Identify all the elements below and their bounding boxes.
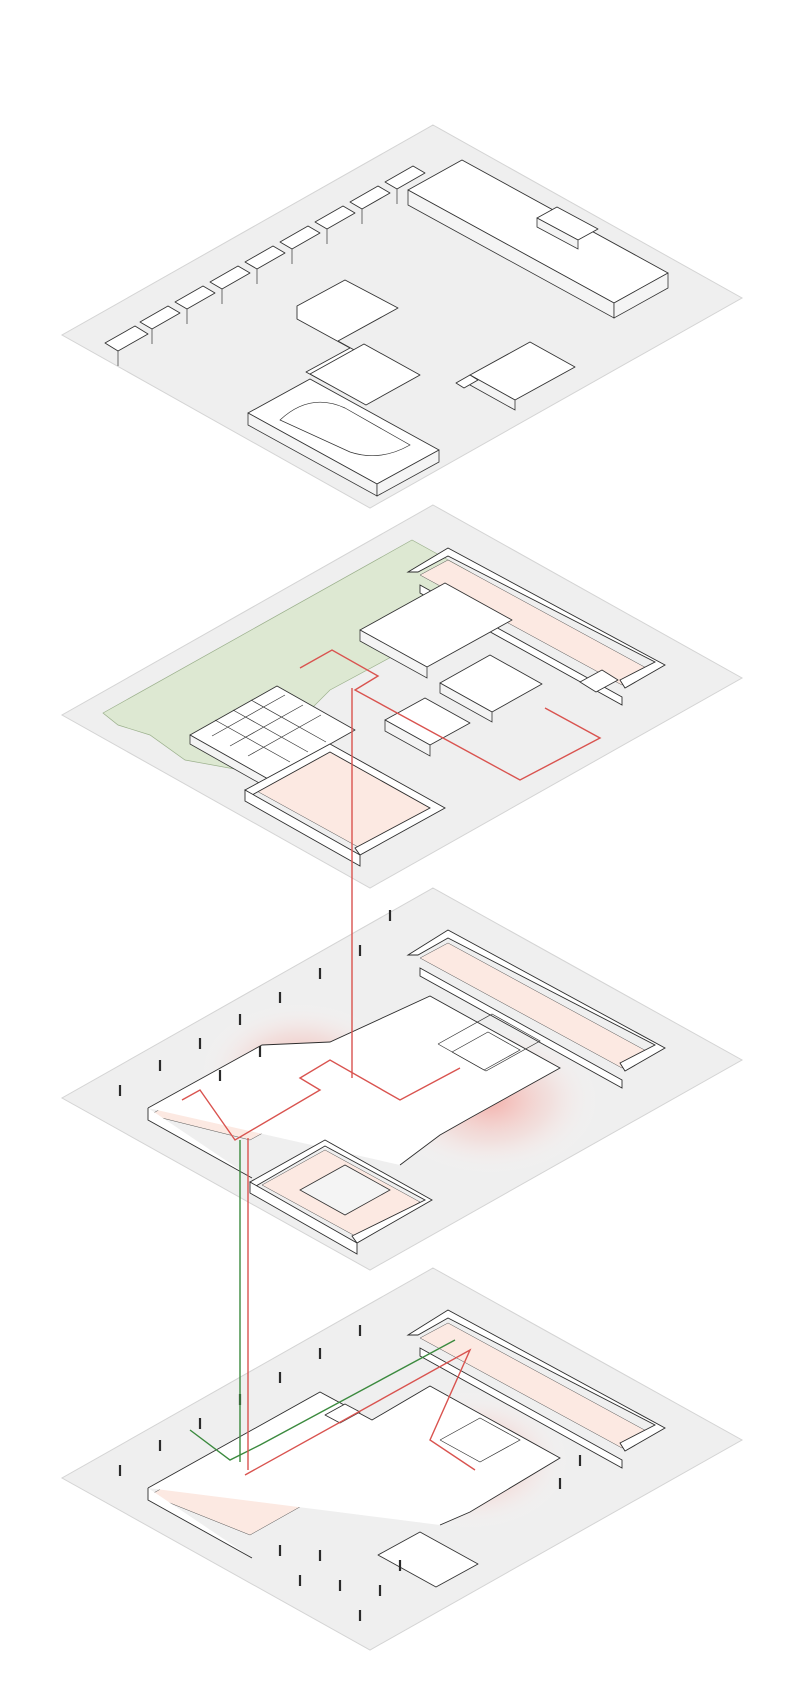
roof-l-block <box>296 279 421 406</box>
b2-office-wing <box>406 1309 666 1469</box>
b2-pillars <box>118 1325 582 1621</box>
level-basement-2 <box>60 1267 744 1651</box>
roof-vaulted-hall <box>247 378 440 497</box>
ground-route <box>299 649 602 781</box>
ground-central-hall <box>359 582 543 723</box>
level-roof <box>60 124 744 509</box>
b2-route-red <box>244 1348 476 1476</box>
b1-main-floor <box>147 995 561 1179</box>
roof-small-block <box>455 341 576 411</box>
b2-slab <box>377 1531 479 1588</box>
b1-pillars <box>118 910 392 1096</box>
b1-office-wing <box>406 929 666 1089</box>
b2-route-green <box>189 1339 456 1461</box>
level-basement-1 <box>60 887 744 1271</box>
b2-main-floor <box>147 1385 561 1559</box>
level-ground-floor <box>60 504 744 889</box>
roof-colonnade <box>104 165 426 366</box>
courtyard-grid <box>189 685 356 789</box>
b1-route <box>181 1059 461 1141</box>
vertical-connectors <box>239 688 353 1470</box>
b1-lower-chamber <box>249 1139 433 1255</box>
roof-bar-building <box>407 159 669 319</box>
ground-lower-rooms <box>244 697 471 867</box>
ground-stair-mass <box>579 669 619 693</box>
ground-floor-plate <box>60 504 744 889</box>
